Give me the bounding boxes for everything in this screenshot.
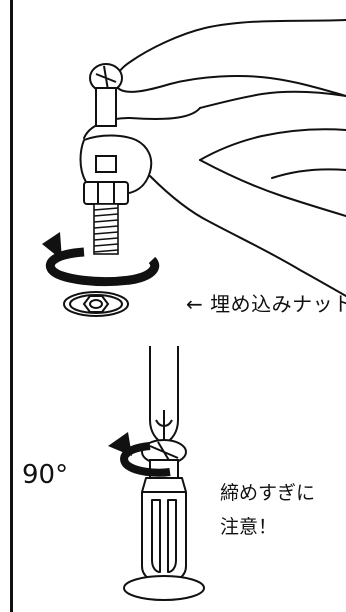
anchor-body (123, 477, 205, 601)
angle-label: 90° (22, 460, 69, 490)
left-border-line (10, 0, 13, 612)
insert-nut-label: ← 埋め込みナット (186, 292, 346, 316)
rotation-arrow-bottom (108, 432, 171, 477)
nut-top (83, 181, 129, 205)
bolt-head-top (89, 63, 123, 173)
screwdriver (149, 346, 179, 445)
caution-line-2: 注意！ (220, 516, 278, 538)
rotation-arrow-top (42, 232, 160, 286)
caution-line-1: 締めすぎに (220, 482, 316, 504)
insert-nut-icon (63, 291, 129, 317)
hand-illustration (79, 19, 346, 297)
caution-note: 締めすぎに 注意！ (220, 476, 315, 544)
threaded-shaft (93, 203, 119, 255)
